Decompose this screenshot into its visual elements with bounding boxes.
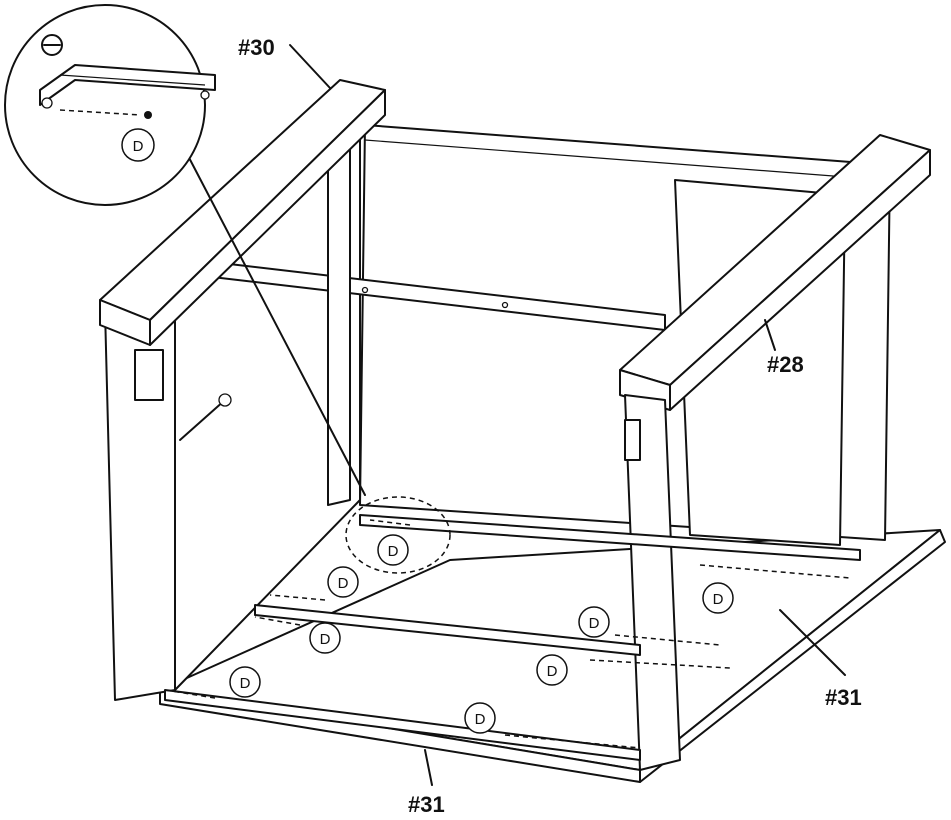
svg-text:D: D [547,663,558,680]
screw-callout-1: D [377,534,409,566]
screw-callout-zoom: D [121,128,155,162]
label-28: #28 [767,352,804,377]
leader-31-right [779,609,846,676]
svg-text:D: D [338,575,349,592]
screw-callout-7: D [536,654,568,686]
left-side-panel [104,129,361,701]
svg-text:D: D [475,711,486,728]
detail-circle [345,496,451,574]
svg-text:D: D [240,675,251,692]
zoom-leader [184,149,366,496]
top-bar-28 [619,134,931,411]
screw-guides [164,519,851,749]
screw-callout-3: D [309,622,341,654]
back-panel [359,124,891,546]
svg-text:D: D [320,631,331,648]
screw-callout-5: D [464,702,496,734]
svg-text:D: D [713,591,724,608]
screw-callout-6: D [578,606,610,638]
top-bar-30 [99,79,386,346]
leader-28 [764,319,776,351]
screw-callout-4: D [229,666,261,698]
svg-text:D: D [133,138,144,155]
zoom-detail [4,4,216,206]
back-left-post [327,129,351,506]
screw-callout-8: D [702,582,734,614]
leader-31-bottom [424,749,433,786]
svg-text:D: D [589,615,600,632]
screw-callout-2: D [327,566,359,598]
label-30: #30 [238,35,275,60]
svg-text:D: D [388,543,399,560]
leader-30 [289,44,331,89]
label-31-bottom: #31 [408,792,445,817]
label-31-right: #31 [825,685,862,710]
